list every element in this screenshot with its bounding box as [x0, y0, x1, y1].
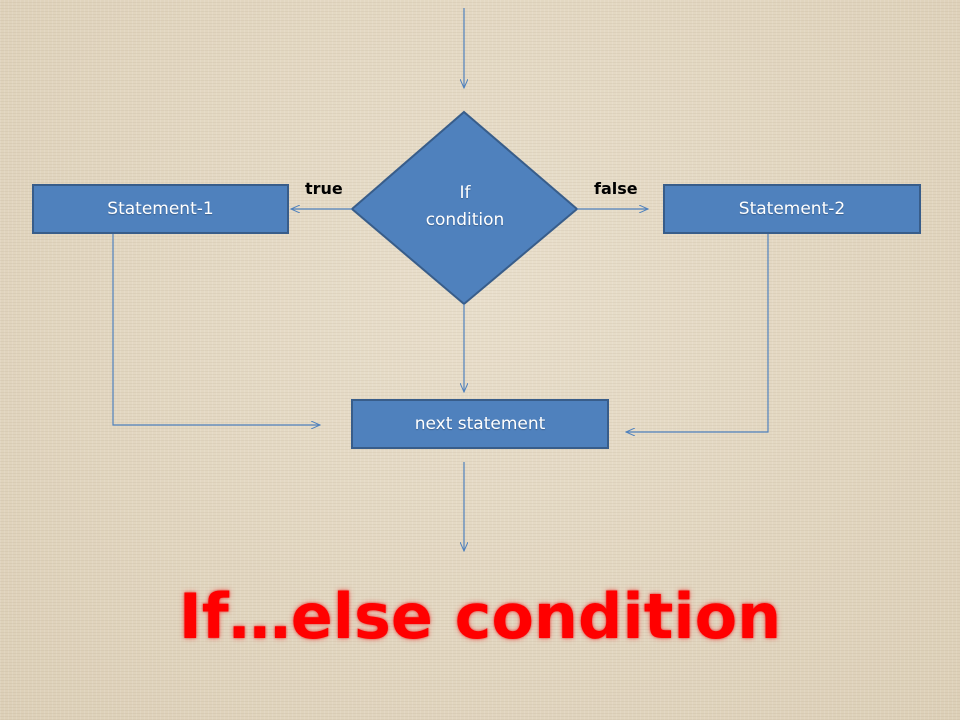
decision-label-line2: condition	[425, 210, 505, 230]
next-statement-box: next statement	[351, 399, 609, 449]
statement-1-label: Statement-1	[107, 199, 214, 219]
true-branch-label: true	[305, 179, 343, 198]
statement1-to-next-connector	[112, 234, 320, 425]
slide-title: If…else condition	[178, 580, 782, 653]
statement-2-box: Statement-2	[663, 184, 921, 234]
statement-1-box: Statement-1	[32, 184, 289, 234]
statement2-to-next-connector	[626, 234, 769, 432]
decision-label: If condition	[380, 180, 550, 234]
false-branch-label: false	[594, 179, 638, 198]
statement-2-label: Statement-2	[738, 199, 846, 219]
decision-label-line1: If	[459, 183, 471, 203]
next-statement-label: next statement	[414, 414, 546, 434]
